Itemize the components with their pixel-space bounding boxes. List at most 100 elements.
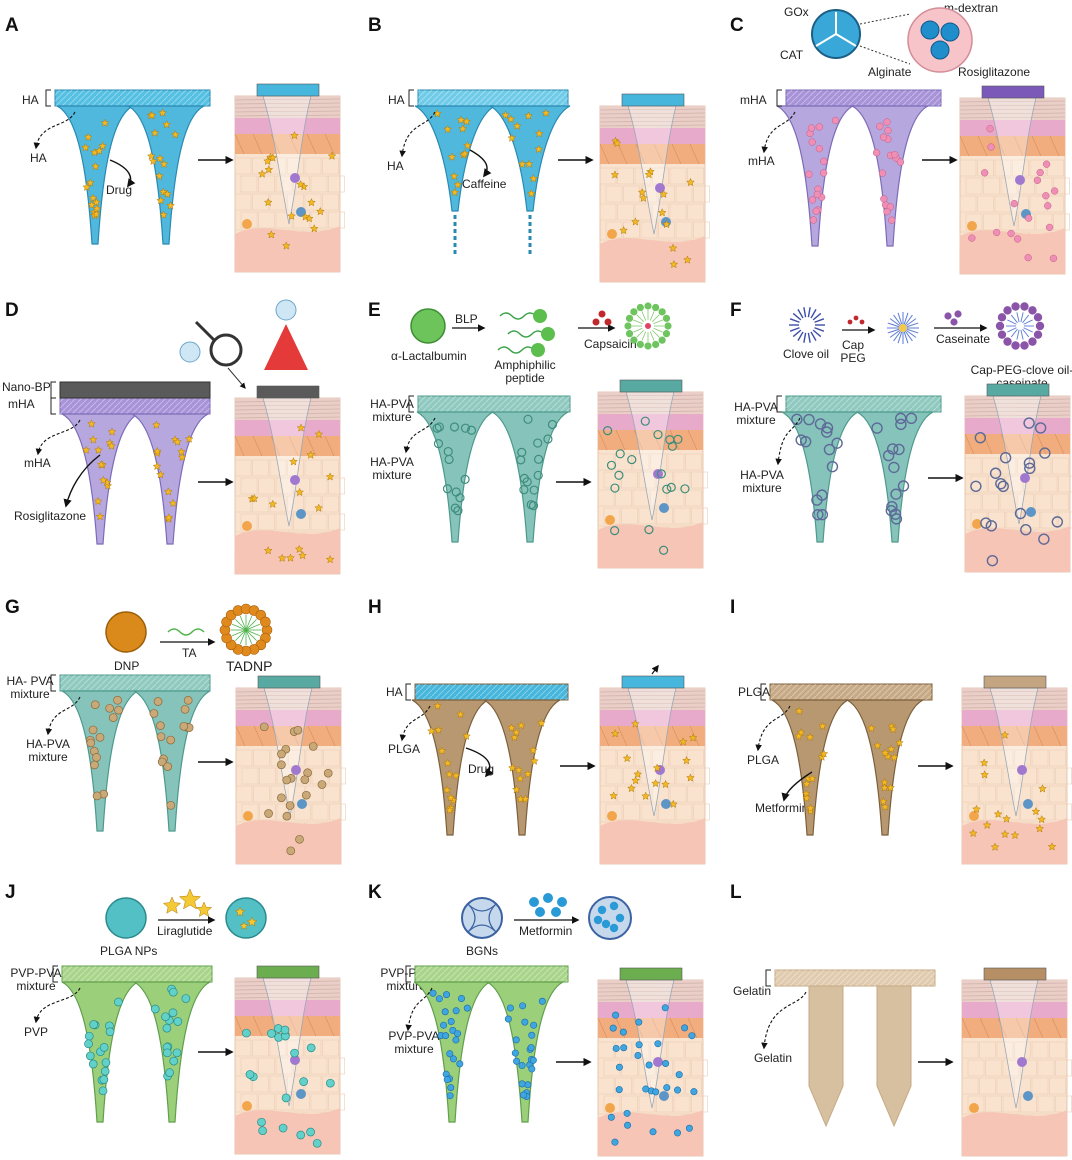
l-dermis-cell <box>967 1059 985 1077</box>
g-dnp-label: DNP <box>114 659 140 673</box>
j-tip-label: PVP <box>24 1025 49 1039</box>
a-released-particle <box>315 206 325 216</box>
g-needle-particle <box>179 721 189 731</box>
f-stratum-line <box>964 414 1071 417</box>
j-released-particle <box>245 1070 255 1079</box>
b-needle-segment <box>453 243 457 247</box>
e-micelle-head <box>664 322 672 330</box>
h-needle-particle <box>427 726 436 735</box>
a-stratum-line <box>234 114 341 117</box>
h-fibroblast <box>607 811 617 821</box>
h-needle-particle <box>444 769 454 779</box>
h-dermis-cell <box>640 767 658 785</box>
h-base-bracket <box>405 683 411 701</box>
c-needle-particle <box>805 170 813 178</box>
c-m-dextran-sphere <box>907 7 973 73</box>
k-needle-particle <box>504 1015 512 1023</box>
b-released-particle <box>619 225 629 235</box>
g-fibroblast <box>243 811 253 821</box>
f-product-ray <box>1007 327 1017 333</box>
g-released-particle <box>277 793 286 803</box>
e-needle-1 <box>416 411 494 543</box>
b-needle-segment <box>453 215 457 219</box>
e-scheme <box>410 302 672 357</box>
d-released-particle <box>325 554 335 564</box>
f-released-particle <box>1023 417 1035 429</box>
e-immune-cell <box>659 503 669 513</box>
d-needle-particle <box>152 446 162 456</box>
f-patch <box>986 383 1050 397</box>
e-micelle-head <box>624 322 632 330</box>
f-tip-label: HA-PVA mixture <box>740 468 784 495</box>
i-dendritic-cell <box>1017 765 1027 775</box>
k-released-particle <box>690 1088 698 1096</box>
b-dermis-cell <box>652 203 669 221</box>
j-released-particle <box>278 1123 288 1133</box>
f-needle-particle <box>826 460 839 473</box>
a-needle-channel <box>262 95 312 225</box>
j-needle-particle <box>114 997 123 1007</box>
f-needle-particle <box>816 508 829 521</box>
b-needle-particle <box>453 180 463 189</box>
g-ta-label: TA <box>182 646 197 660</box>
h-needle-particle <box>516 720 526 730</box>
b-released-particle <box>686 177 695 187</box>
d-needle-particle <box>164 513 174 522</box>
e-dermis-cell <box>638 471 656 489</box>
c-needle-particle <box>815 123 823 131</box>
e-dermis-cell <box>638 507 656 525</box>
d-application-arrow <box>227 367 246 389</box>
f-needle-particle <box>897 480 910 492</box>
f-stratum-line <box>964 406 1071 409</box>
d-needle-particle <box>163 487 173 496</box>
b-patch <box>621 93 685 107</box>
c-released-particle <box>1024 214 1033 222</box>
e-hypodermis <box>598 522 703 568</box>
g-tadnp-ray <box>235 629 247 641</box>
i-base-label: PLGA <box>738 685 771 699</box>
j-released-particle <box>306 1043 316 1053</box>
l-dermis-cell <box>985 1095 1002 1113</box>
k-needle-particle <box>519 1002 527 1010</box>
a-needle-particle <box>148 156 158 166</box>
h-dissolve-arrow <box>651 664 659 675</box>
j-needle-particle <box>162 1048 172 1058</box>
c-released-particle <box>1007 229 1015 238</box>
h-skin-tissue <box>599 664 710 865</box>
b-stratum-line <box>599 124 706 127</box>
e-capsaicin-drop <box>598 310 606 318</box>
c-dermis-cell <box>959 159 977 177</box>
g-tadnp-ray <box>245 629 253 645</box>
d-tip-dashed-arrow <box>35 419 81 456</box>
e-needle-particle <box>450 503 460 513</box>
j-dermis-cell <box>252 1075 269 1093</box>
b-released-particle <box>662 219 672 229</box>
f-needle-particle <box>812 508 824 521</box>
g-dermis-cell <box>253 749 270 767</box>
k-needle-particle <box>456 1060 464 1068</box>
c-stratum-corneum <box>960 98 1065 120</box>
f-released-particle <box>1014 507 1027 520</box>
f-dermis-cell <box>964 493 982 511</box>
d-microneedle-array <box>35 381 234 545</box>
f-needle-particle <box>889 508 902 520</box>
c-released-particle <box>987 143 995 151</box>
g-cell-line <box>307 725 318 747</box>
b-released-particle <box>610 170 620 179</box>
c-released-particle <box>1010 199 1018 208</box>
c-inset-link <box>859 13 911 25</box>
f-stratum-line <box>964 402 1071 405</box>
e-needle-particle <box>523 414 533 424</box>
j-needle-particle <box>150 1004 160 1014</box>
k-tip-label: PVP-PVA mixture <box>388 1029 440 1056</box>
f-released-particle <box>1038 533 1050 545</box>
g-needle-particle <box>90 760 99 770</box>
e-dermis-cell <box>673 471 691 489</box>
k-released-particle <box>649 1128 657 1136</box>
f-stratum-line <box>964 398 1071 401</box>
k-bgns-label: BGNs <box>466 944 499 958</box>
e-released-particle <box>659 545 669 555</box>
g-released-particle <box>323 768 333 778</box>
c-stratum-line <box>959 108 1066 111</box>
f-product-shell <box>1011 341 1020 350</box>
